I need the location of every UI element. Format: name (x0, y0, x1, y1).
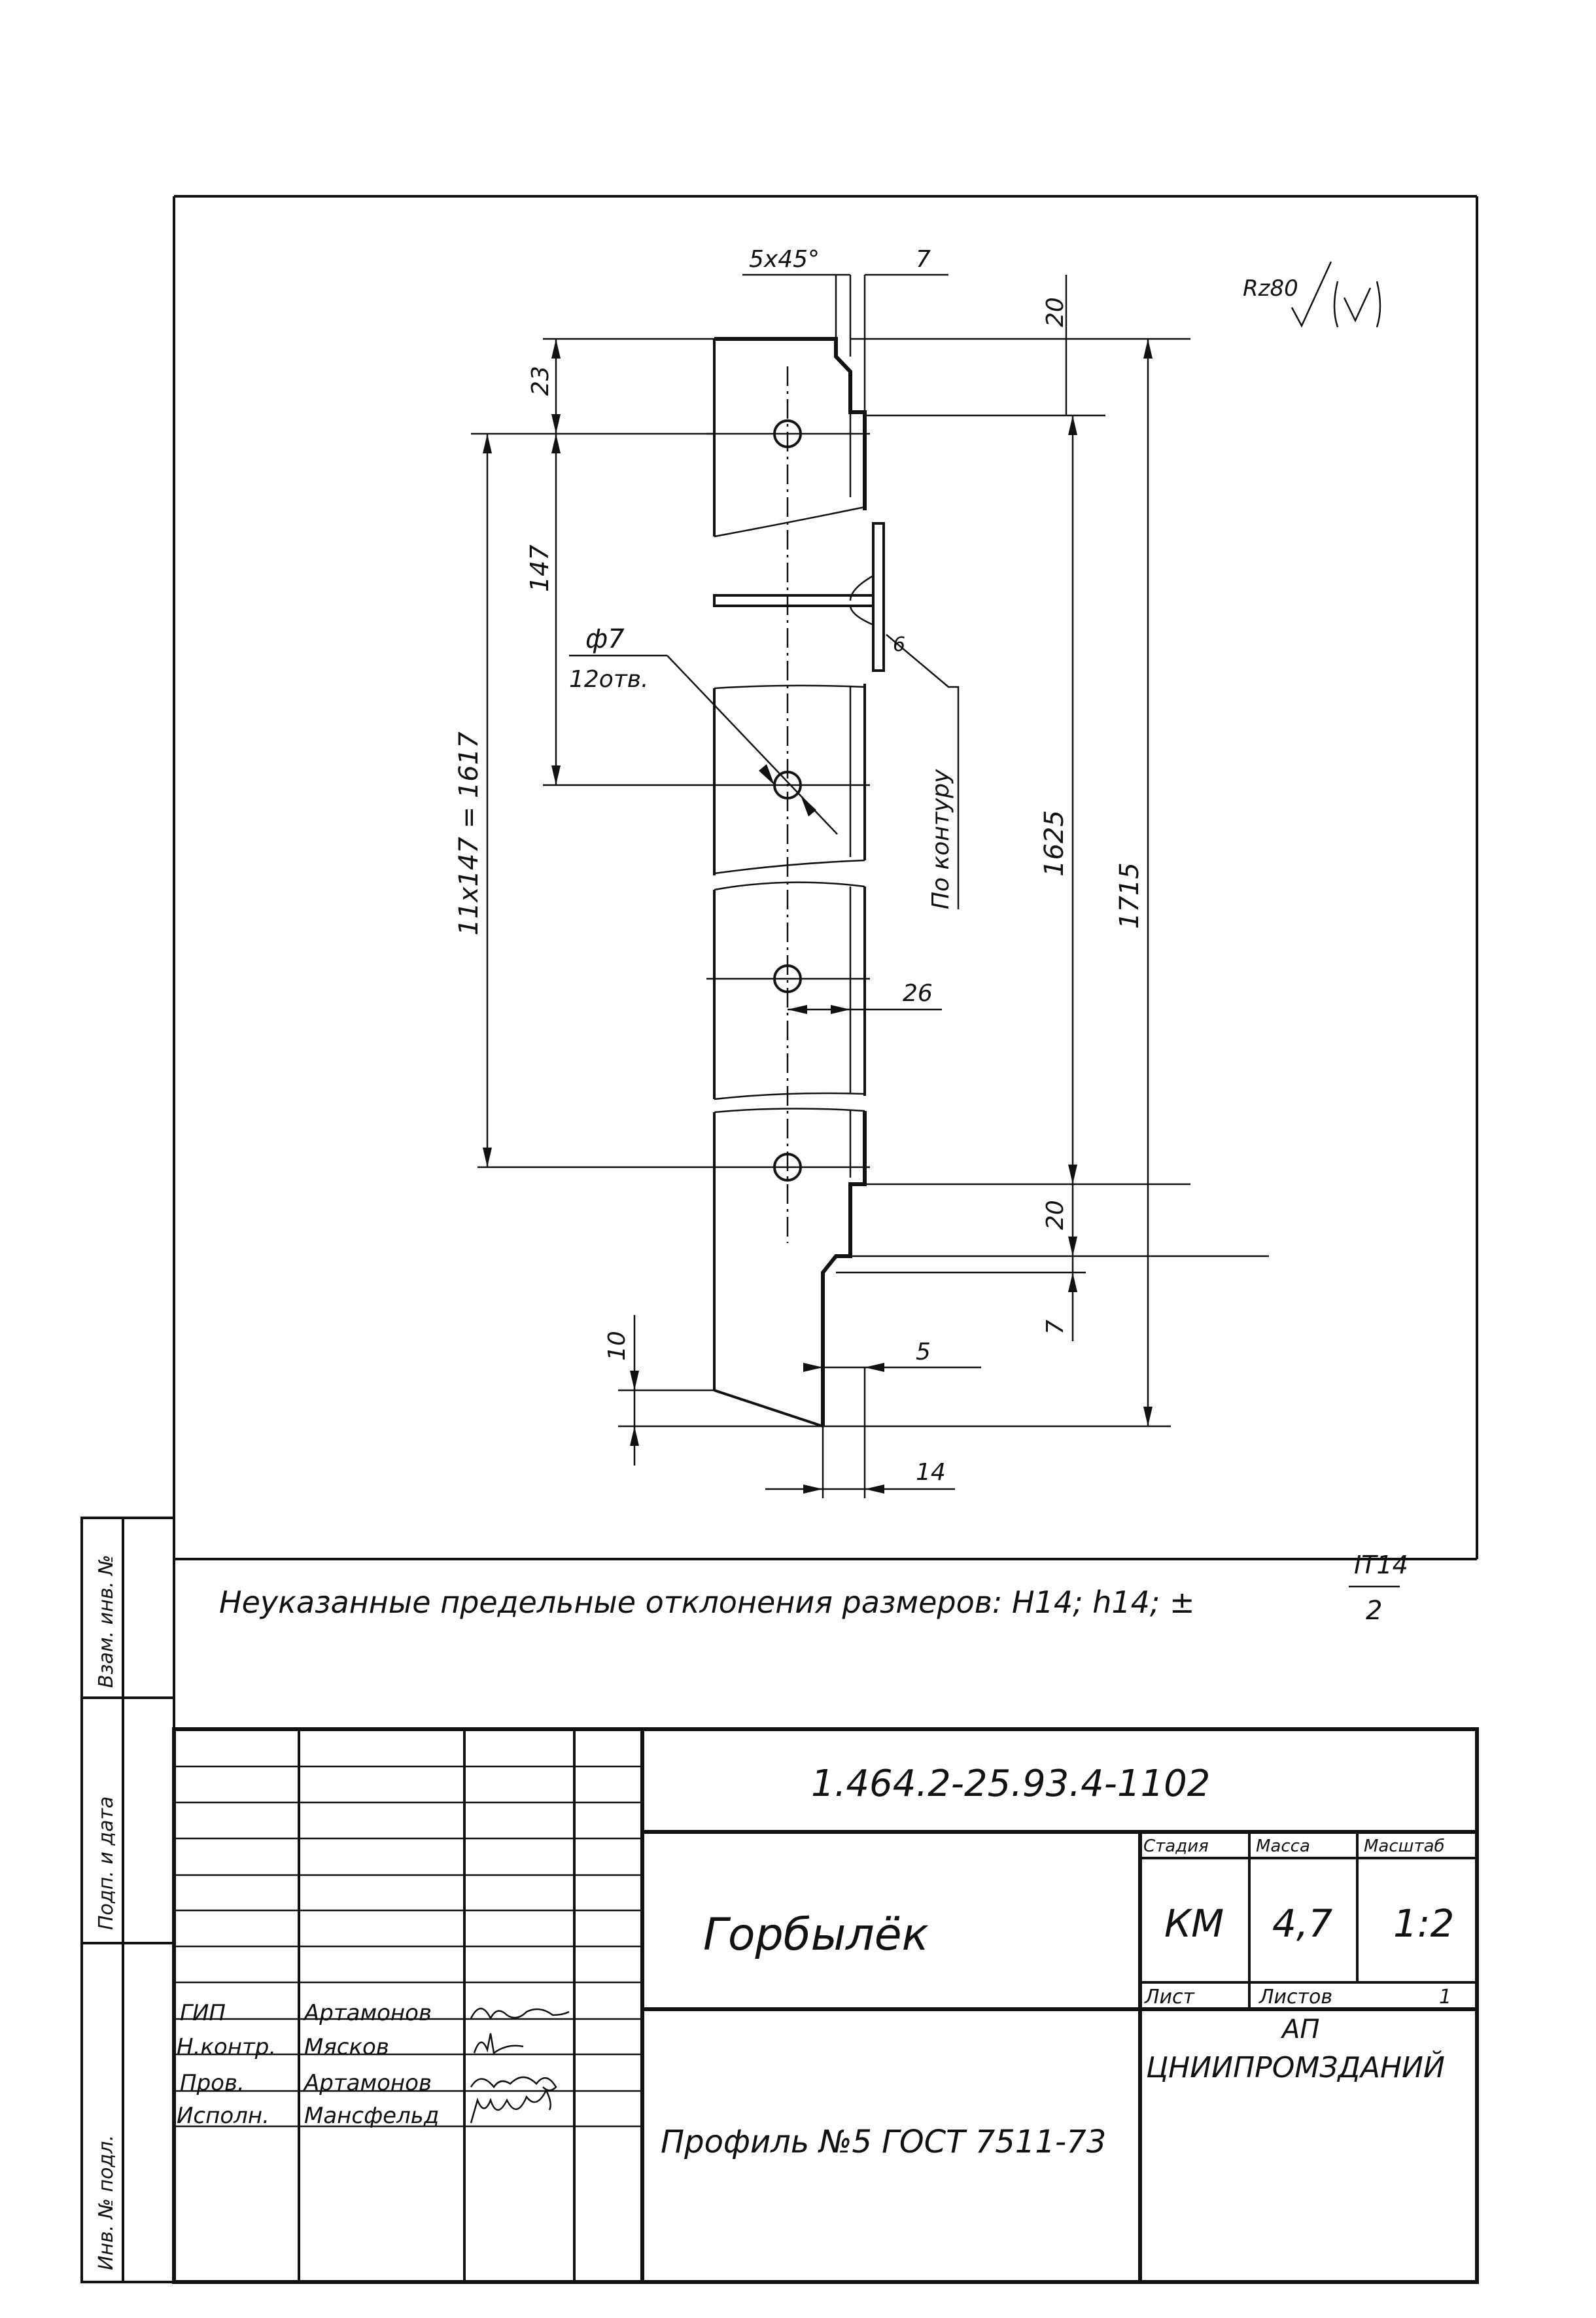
svg-text:1625: 1625 (1039, 810, 1069, 877)
dimension-26: 26 (788, 980, 942, 1014)
document-code: 1.464.2-25.93.4-1102 (811, 1763, 1210, 1805)
svg-text:12отв.: 12отв. (569, 666, 648, 693)
svg-text:2: 2 (1366, 1596, 1382, 1626)
mass-label: Масса (1256, 1836, 1310, 1856)
roughness-symbol: Rz80 (1243, 261, 1381, 328)
sheets-value: 1 (1439, 1986, 1451, 2009)
dimension-bottom-left: 10 5 14 (604, 1315, 981, 1498)
org-line2: ЦНИИПРОМЗДАНИЙ (1146, 2050, 1445, 2084)
stage-value: КМ (1164, 1901, 1224, 1946)
svg-text:6: 6 (893, 633, 905, 656)
svg-text:По контуру: По контуру (928, 769, 954, 909)
svg-text:5x45°: 5x45° (749, 246, 820, 273)
dimension-bottom-right: 20 7 (836, 1184, 1086, 1341)
scale-label: Масштаб (1364, 1836, 1445, 1856)
part-title: Горбылёк (703, 1909, 929, 1961)
name-prov: Артамонов (303, 2070, 432, 2096)
svg-text:20: 20 (1042, 297, 1069, 327)
dimension-left: 23 147 11x147 = 1617 (454, 338, 714, 1167)
scale-value: 1:2 (1393, 1901, 1454, 1946)
material-spec: Профиль №5 ГОСТ 7511-73 (661, 2124, 1106, 2160)
svg-text:7: 7 (916, 246, 931, 273)
svg-text:14: 14 (916, 1459, 946, 1486)
role-gip: ГИП (180, 2000, 226, 2026)
name-nkontr: Мясков (304, 2034, 389, 2060)
svg-text:IT14: IT14 (1354, 1551, 1408, 1579)
side-stamp: Взам. инв. № Подп. и дата Инв. № подл. (80, 1517, 175, 2283)
stage-label: Стадия (1143, 1836, 1209, 1856)
role-prov: Пров. (180, 2070, 245, 2096)
mass-value: 4,7 (1272, 1901, 1332, 1946)
svg-text:Неуказанные предельные отклоне: Неуказанные предельные отклонения размер… (219, 1585, 1195, 1620)
sheet-label: Лист (1144, 1986, 1196, 2009)
name-ispoln: Мансфельд (304, 2103, 439, 2129)
part-outline (713, 337, 1269, 1428)
svg-text:Инв. № подл.: Инв. № подл. (95, 2135, 118, 2270)
svg-text:23: 23 (527, 366, 554, 396)
svg-text:Rz80: Rz80 (1243, 275, 1298, 302)
hole-callout: ф7 12отв. (569, 624, 838, 835)
name-gip: Артамонов (303, 2000, 432, 2026)
holes (477, 419, 870, 1182)
svg-text:26: 26 (903, 980, 933, 1007)
role-ispoln: Исполн. (177, 2103, 269, 2129)
svg-text:7: 7 (1042, 1320, 1069, 1335)
role-nkontr: Н.контр. (177, 2034, 276, 2060)
svg-text:Подп. и дата: Подп. и дата (95, 1797, 118, 1930)
svg-text:Взам. инв. №: Взам. инв. № (95, 1554, 118, 1688)
t-section: 6 По контуру (713, 522, 960, 909)
svg-text:20: 20 (1042, 1200, 1069, 1230)
title-block (172, 1727, 1479, 2284)
svg-text:10: 10 (604, 1331, 631, 1361)
drawing-frame (173, 195, 1478, 1560)
signatures (470, 2007, 570, 2124)
org-line1: АП (1280, 2014, 1319, 2045)
dimension-right: 1625 1715 (823, 339, 1190, 1428)
svg-text:1715: 1715 (1115, 862, 1145, 929)
tolerance-note: Неуказанные предельные отклонения размер… (219, 1551, 1408, 1626)
svg-text:ф7: ф7 (585, 624, 625, 654)
sheets-label: Листов (1258, 1986, 1332, 2009)
svg-text:11x147 = 1617: 11x147 = 1617 (454, 731, 484, 936)
svg-text:147: 147 (525, 544, 554, 592)
svg-text:5: 5 (916, 1339, 931, 1365)
dimension-top: 5x45° 7 20 (742, 246, 1190, 417)
